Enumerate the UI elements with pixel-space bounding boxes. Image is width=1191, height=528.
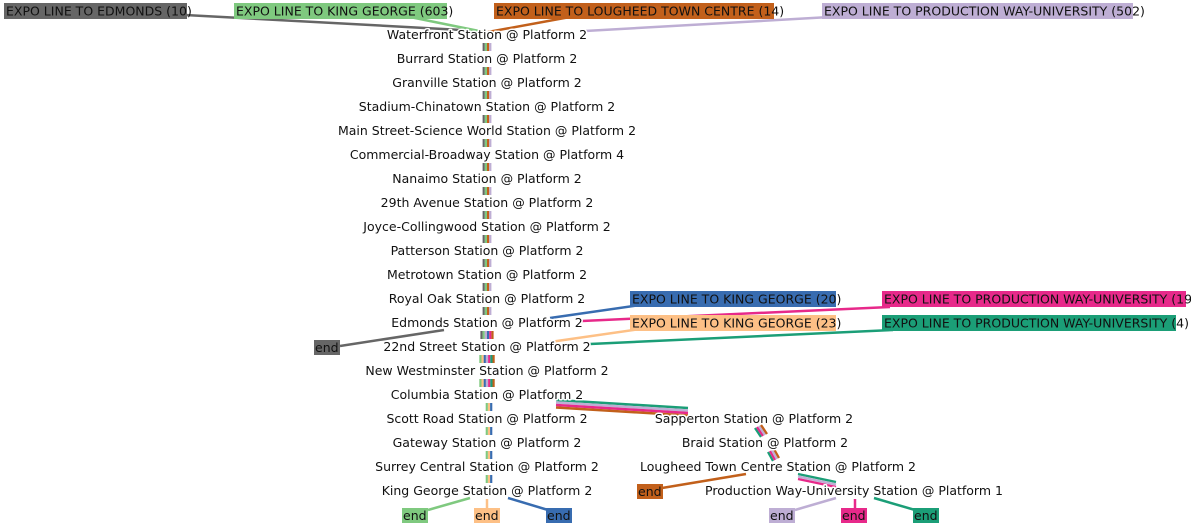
branch-seg-j — [797, 475, 837, 486]
branch-seg-g — [770, 449, 779, 460]
route-label-edm10-text: EXPO LINE TO EDMONDS (10) — [6, 4, 192, 19]
station-waterfront: Waterfront Station @ Platform 2 — [387, 27, 587, 42]
branch-seg-k — [797, 477, 837, 489]
connector-end-kg603 — [427, 496, 471, 512]
end-marker-kg23: end — [474, 508, 500, 523]
route-label-pw4: EXPO LINE TO PRODUCTION WAY-UNIVERSITY (… — [882, 315, 1189, 331]
route-label-kg23: EXPO LINE TO KING GEORGE (23) — [630, 315, 841, 331]
route-label-lt14: EXPO LINE TO LOUGHEED TOWN CENTRE (14) — [494, 3, 784, 19]
station-new-westminster: New Westminster Station @ Platform 2 — [365, 363, 608, 378]
station-metrotown: Metrotown Station @ Platform 2 — [387, 267, 587, 282]
station-edmonds: Edmonds Station @ Platform 2 — [391, 315, 583, 330]
station-gateway: Gateway Station @ Platform 2 — [393, 435, 582, 450]
connector-pw502 — [584, 15, 831, 33]
station-29th-ave: 29th Avenue Station @ Platform 2 — [381, 195, 594, 210]
station-joyce: Joyce-Collingwood Station @ Platform 2 — [362, 219, 610, 234]
station-production-way: Production Way-University Station @ Plat… — [705, 483, 1003, 498]
end-marker-pw4: end — [913, 508, 939, 523]
branch-seg-d — [760, 424, 768, 435]
branch-columbia-sapperton — [555, 398, 689, 417]
end-text: end — [547, 508, 571, 523]
station-braid: Braid Station @ Platform 2 — [682, 435, 848, 450]
station-surrey-central: Surrey Central Station @ Platform 2 — [375, 459, 599, 474]
branch-seg-a — [754, 427, 762, 438]
route-label-kg603: EXPO LINE TO KING GEORGE (603) — [234, 3, 453, 19]
connector-end-lt14 — [661, 472, 747, 490]
station-royal-oak: Royal Oak Station @ Platform 2 — [389, 291, 586, 306]
station-stadium: Stadium-Chinatown Station @ Platform 2 — [359, 99, 615, 114]
route-label-edm10: EXPO LINE TO EDMONDS (10) — [4, 3, 192, 19]
branch-seg-c — [758, 425, 766, 436]
station-labels: Waterfront Station @ Platform 2 Burrard … — [336, 26, 1004, 500]
connector-end-kg20 — [507, 496, 549, 512]
station-columbia: Columbia Station @ Platform 2 — [391, 387, 584, 402]
station-sapperton: Sapperton Station @ Platform 2 — [655, 411, 853, 426]
branch-seg-i — [797, 472, 837, 484]
station-king-george: King George Station @ Platform 2 — [382, 483, 593, 498]
connector-end-edm10 — [339, 328, 445, 348]
branch-seg-pw4 — [555, 398, 689, 410]
connector-pw4 — [589, 328, 894, 346]
station-granville: Granville Station @ Platform 2 — [392, 75, 581, 90]
route-label-lt14-text: EXPO LINE TO LOUGHEED TOWN CENTRE (14) — [496, 4, 784, 19]
end-text: end — [403, 508, 427, 523]
branch-seg-pw502 — [555, 401, 689, 412]
branch-seg-e — [766, 451, 775, 462]
route-label-pw19-text: EXPO LINE TO PRODUCTION WAY-UNIVERSITY (… — [884, 292, 1191, 307]
station-lougheed: Lougheed Town Centre Station @ Platform … — [640, 459, 916, 474]
route-label-pw19: EXPO LINE TO PRODUCTION WAY-UNIVERSITY (… — [882, 291, 1191, 307]
connector-lt14 — [487, 15, 571, 34]
end-marker-kg20: end — [546, 508, 572, 523]
end-marker-pw19: end — [841, 508, 867, 523]
end-text: end — [475, 508, 499, 523]
branch-seg-pw19 — [555, 403, 689, 415]
branch-seg-lt14 — [555, 406, 689, 417]
end-marker-pw502: end — [769, 508, 795, 523]
end-markers: end end end end end end end end — [314, 340, 939, 523]
route-label-kg23-text: EXPO LINE TO KING GEORGE (23) — [632, 316, 841, 331]
station-22nd-street: 22nd Street Station @ Platform 2 — [383, 339, 590, 354]
route-label-pw502-text: EXPO LINE TO PRODUCTION WAY-UNIVERSITY (… — [824, 4, 1145, 19]
end-marker-lt14: end — [637, 484, 663, 499]
route-connectors — [184, 13, 916, 512]
branch-lougheed-prodway — [797, 472, 837, 489]
connector-end-pw502 — [794, 496, 837, 512]
connector-kg20 — [549, 303, 641, 320]
branch-sapperton-braid — [754, 424, 768, 438]
connector-kg23 — [549, 327, 641, 344]
branch-braid-lougheed — [766, 448, 781, 462]
end-marker-edm10: end — [314, 340, 340, 355]
station-commercial: Commercial-Broadway Station @ Platform 4 — [350, 147, 624, 162]
end-text: end — [842, 508, 866, 523]
route-label-pw502: EXPO LINE TO PRODUCTION WAY-UNIVERSITY (… — [822, 3, 1145, 19]
end-text: end — [638, 484, 662, 499]
station-nanaimo: Nanaimo Station @ Platform 2 — [392, 171, 581, 186]
branch-seg-f — [768, 450, 777, 461]
station-burrard: Burrard Station @ Platform 2 — [397, 51, 578, 66]
connector-kg603 — [409, 15, 485, 34]
end-marker-kg603: end — [402, 508, 428, 523]
route-label-kg20: EXPO LINE TO KING GEORGE (20) — [630, 291, 841, 307]
route-label-pw4-text: EXPO LINE TO PRODUCTION WAY-UNIVERSITY (… — [884, 316, 1189, 331]
station-mainst: Main Street-Science World Station @ Plat… — [338, 123, 636, 138]
route-labels: EXPO LINE TO EDMONDS (10) EXPO LINE TO K… — [4, 3, 1191, 331]
branch-seg-b — [756, 426, 764, 437]
branch-seg-h — [772, 448, 781, 459]
end-text: end — [770, 508, 794, 523]
trunk-segments — [479, 43, 495, 483]
route-label-kg20-text: EXPO LINE TO KING GEORGE (20) — [632, 292, 841, 307]
end-text: end — [914, 508, 938, 523]
route-label-kg603-text: EXPO LINE TO KING GEORGE (603) — [236, 4, 453, 19]
station-patterson: Patterson Station @ Platform 2 — [391, 243, 584, 258]
station-scott-road: Scott Road Station @ Platform 2 — [386, 411, 587, 426]
connector-end-pw4 — [873, 496, 916, 512]
end-text: end — [315, 340, 339, 355]
